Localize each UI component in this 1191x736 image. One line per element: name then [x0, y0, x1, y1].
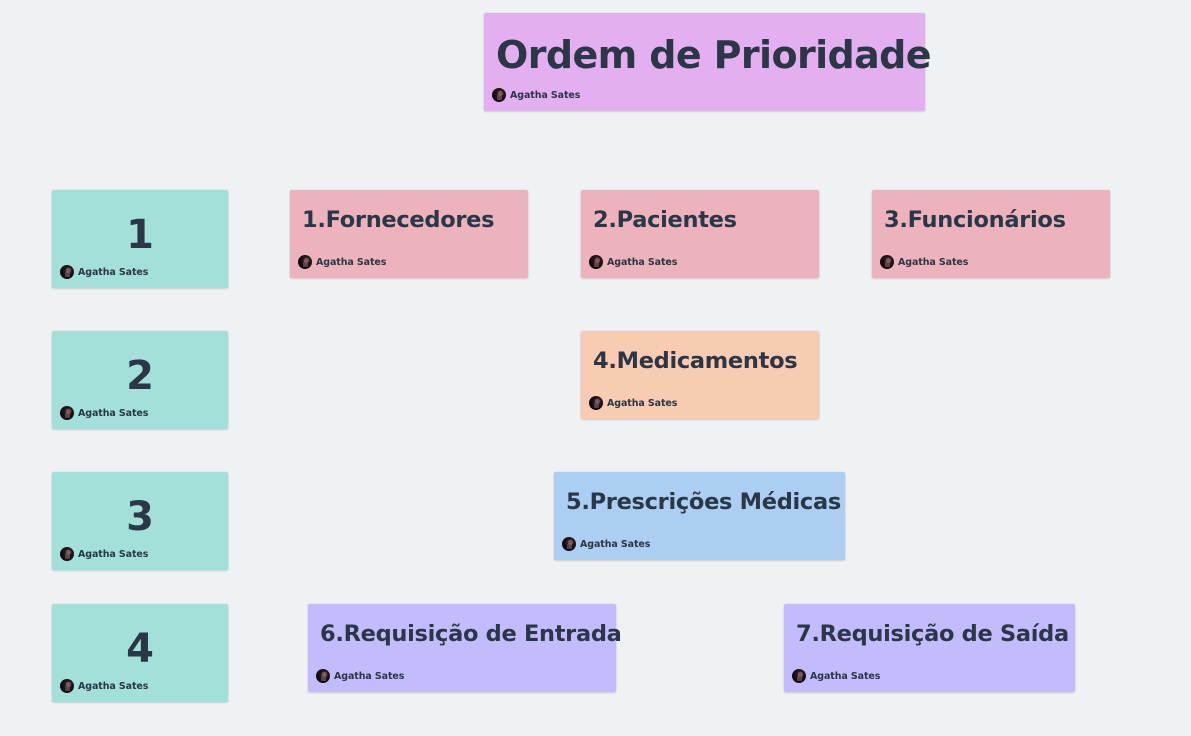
note-author: Agatha Sates — [492, 88, 580, 102]
sticky-note-prescricoes-medicas[interactable]: 5.Prescrições Médicas Agatha Sates — [554, 472, 845, 560]
note-author: Agatha Sates — [589, 396, 677, 410]
author-name: Agatha Sates — [607, 256, 678, 268]
avatar — [880, 255, 894, 269]
sticky-note-requisicao-saida[interactable]: 7.Requisição de Saída Agatha Sates — [784, 604, 1075, 692]
note-author: Agatha Sates — [60, 265, 148, 279]
sticky-note-funcionarios[interactable]: 3.Funcionários Agatha Sates — [872, 190, 1110, 278]
note-author: Agatha Sates — [60, 547, 148, 561]
avatar — [298, 255, 312, 269]
note-text: 1.Fornecedores — [302, 207, 495, 233]
author-name: Agatha Sates — [78, 407, 149, 419]
note-author: Agatha Sates — [298, 255, 386, 269]
avatar — [589, 255, 603, 269]
note-author: Agatha Sates — [316, 669, 404, 683]
note-text: Ordem de Prioridade — [496, 33, 932, 77]
author-name: Agatha Sates — [810, 670, 881, 682]
sticky-note-rank-1[interactable]: 1 Agatha Sates — [52, 190, 228, 288]
author-name: Agatha Sates — [510, 89, 581, 101]
sticky-note-medicamentos[interactable]: 4.Medicamentos Agatha Sates — [581, 331, 819, 419]
author-name: Agatha Sates — [78, 548, 149, 560]
author-name: Agatha Sates — [898, 256, 969, 268]
note-author: Agatha Sates — [880, 255, 968, 269]
note-author: Agatha Sates — [60, 406, 148, 420]
avatar — [792, 669, 806, 683]
note-text: 7.Requisição de Saída — [796, 621, 1069, 647]
sticky-note-rank-3[interactable]: 3 Agatha Sates — [52, 472, 228, 570]
avatar — [589, 396, 603, 410]
sticky-note-rank-4[interactable]: 4 Agatha Sates — [52, 604, 228, 702]
sticky-note-requisicao-entrada[interactable]: 6.Requisição de Entrada Agatha Sates — [308, 604, 622, 692]
author-name: Agatha Sates — [607, 397, 678, 409]
sticky-note-title[interactable]: Ordem de Prioridade Agatha Sates — [484, 13, 932, 111]
sticky-note-rank-2[interactable]: 2 Agatha Sates — [52, 331, 228, 429]
avatar — [60, 265, 74, 279]
note-text: 3 — [126, 494, 154, 540]
note-text: 1 — [126, 212, 154, 258]
author-name: Agatha Sates — [78, 266, 149, 278]
note-text: 3.Funcionários — [884, 207, 1066, 233]
note-author: Agatha Sates — [60, 679, 148, 693]
author-name: Agatha Sates — [78, 680, 149, 692]
sticky-note-fornecedores[interactable]: 1.Fornecedores Agatha Sates — [290, 190, 528, 278]
avatar — [492, 88, 506, 102]
note-text: 6.Requisição de Entrada — [320, 621, 622, 647]
note-text: 4.Medicamentos — [593, 348, 798, 374]
author-name: Agatha Sates — [334, 670, 405, 682]
avatar — [562, 537, 576, 551]
avatar — [316, 669, 330, 683]
note-text: 2.Pacientes — [593, 207, 737, 233]
avatar — [60, 406, 74, 420]
note-text: 4 — [126, 626, 154, 672]
note-author: Agatha Sates — [562, 537, 650, 551]
note-text: 2 — [126, 353, 154, 399]
note-author: Agatha Sates — [589, 255, 677, 269]
note-author: Agatha Sates — [792, 669, 880, 683]
sticky-note-pacientes[interactable]: 2.Pacientes Agatha Sates — [581, 190, 819, 278]
avatar — [60, 547, 74, 561]
note-text: 5.Prescrições Médicas — [566, 489, 841, 515]
author-name: Agatha Sates — [580, 538, 651, 550]
author-name: Agatha Sates — [316, 256, 387, 268]
avatar — [60, 679, 74, 693]
